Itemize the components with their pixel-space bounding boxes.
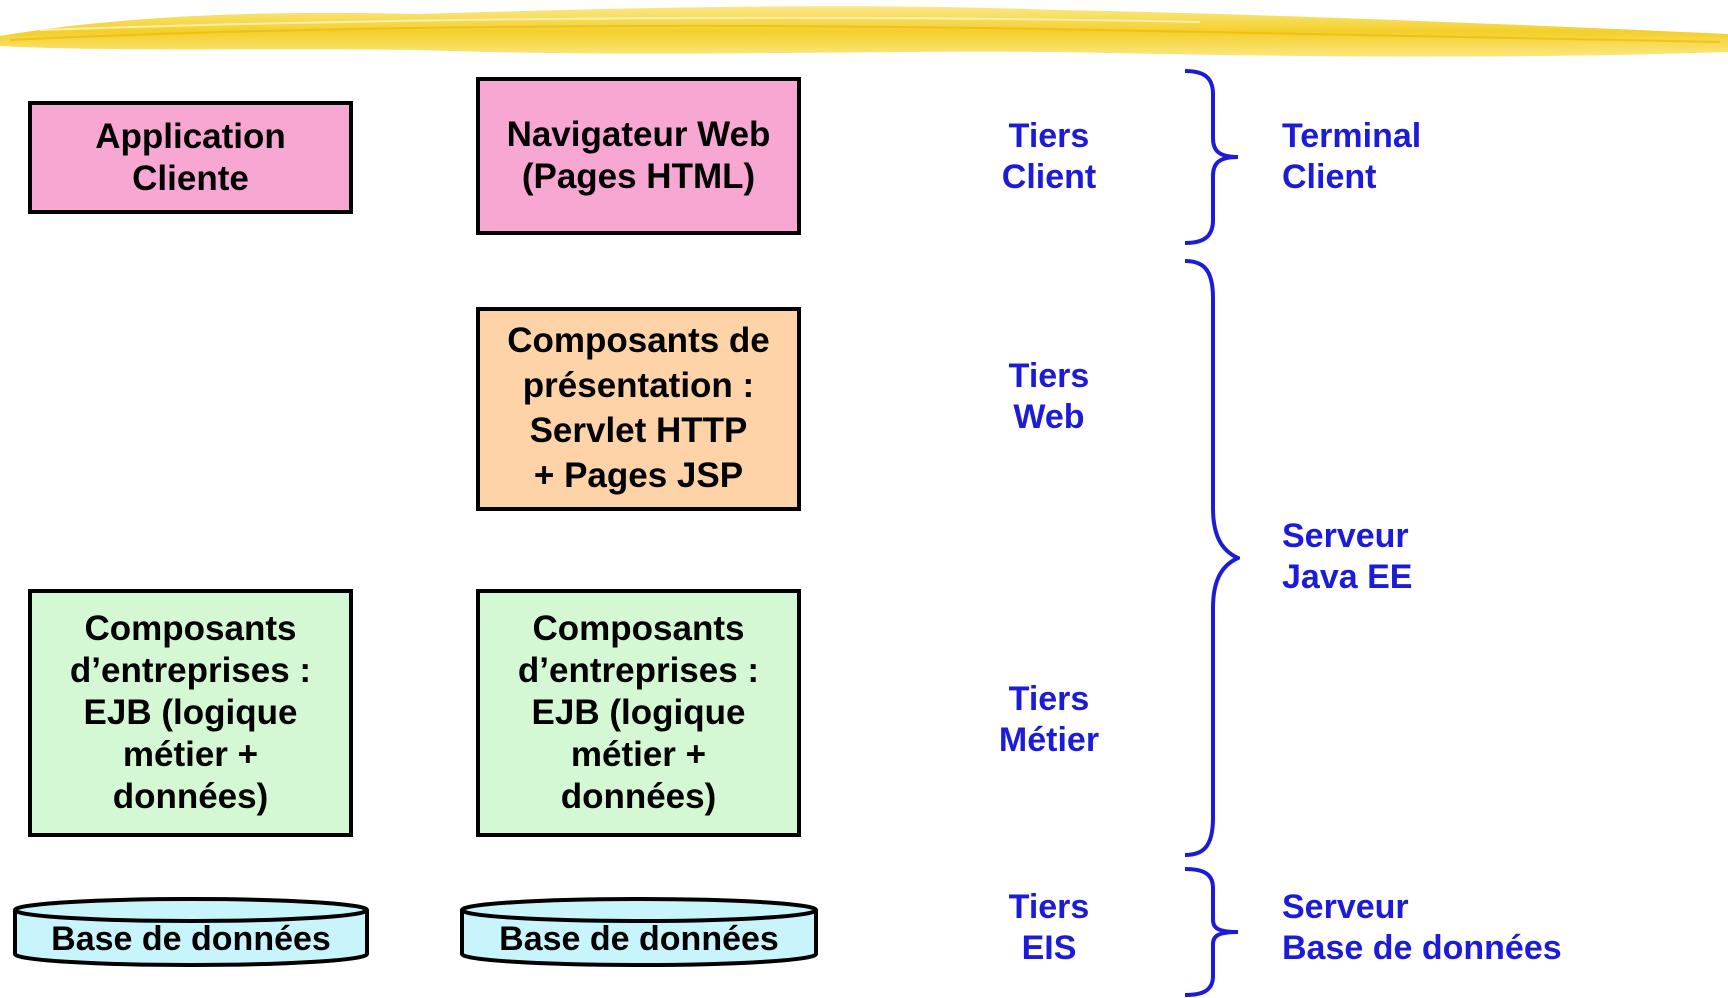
ejb-components-box-right: Composants d’entreprises : EJB (logique … [476, 589, 801, 837]
database-label-right: Base de données [499, 920, 779, 958]
tier-web-label: Tiers Web [1008, 357, 1090, 437]
brace-javaee-icon [1184, 259, 1240, 857]
header-brush-stroke [0, 6, 1728, 57]
tier-client-label: Tiers Client [1001, 117, 1097, 197]
database-cylinder-left: Base de données [12, 896, 370, 968]
database-icon [460, 897, 818, 967]
presentation-components-box: Composants de présentation : Servlet HTT… [476, 307, 801, 511]
brace-db-server-icon [1184, 867, 1239, 997]
database-cylinder-right: Base de données [459, 896, 819, 968]
brace-client-icon [1184, 69, 1239, 245]
tier-metier-label: Tiers Métier [998, 680, 1100, 760]
tier-eis-label: Tiers EIS [1008, 888, 1090, 968]
database-label-left: Base de données [51, 920, 331, 958]
server-database-label: Serveur Base de données [1282, 888, 1562, 968]
database-icon [13, 897, 369, 967]
web-browser-box: Navigateur Web (Pages HTML) [476, 77, 801, 235]
application-client-box: Application Cliente [28, 101, 353, 214]
terminal-client-label: Terminal Client [1282, 117, 1422, 197]
ejb-components-box-left: Composants d’entreprises : EJB (logique … [28, 589, 353, 837]
server-javaee-label: Serveur Java EE [1282, 517, 1413, 597]
